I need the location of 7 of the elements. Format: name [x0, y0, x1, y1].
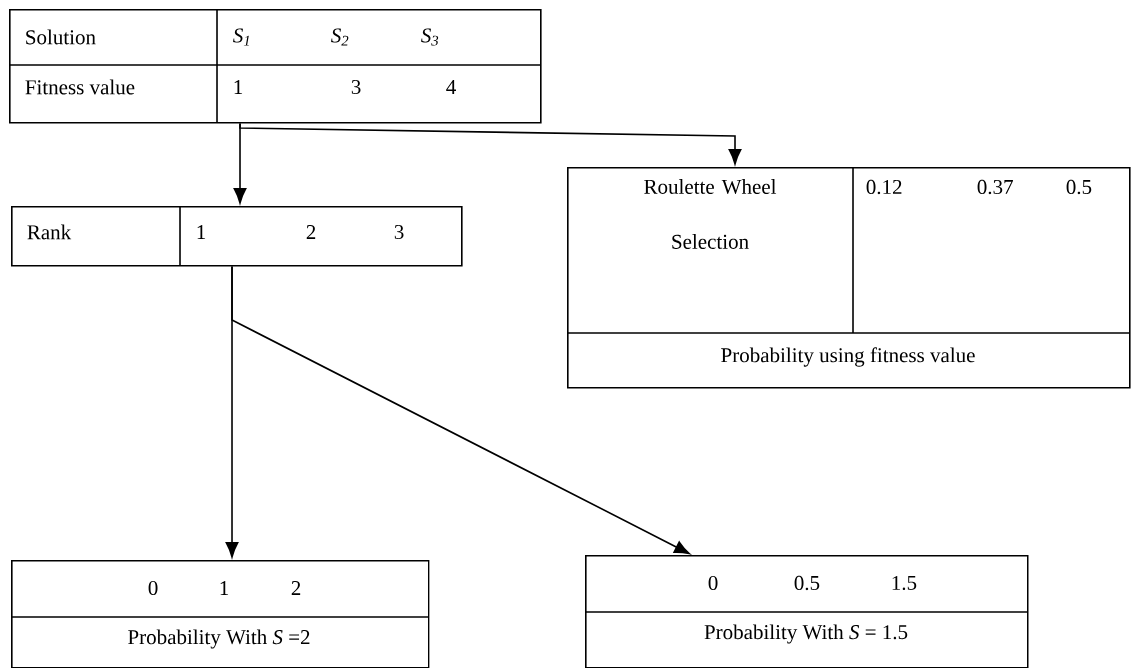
arrow — [239, 122, 742, 165]
table: Rank 1 2 3 — [11, 205, 463, 267]
table: Roulette Wheel Selection 0.12 0.37 0.5 Probability using fitness value — [566, 166, 1131, 389]
table: 0 0.5 1.5 Probability With S = 1.5 — [584, 555, 1029, 668]
arrow — [231, 265, 690, 555]
table: 0 1 2 Probability With S =2 — [10, 560, 430, 668]
table: Solution S$_{1}$ S$_{2}$ S$_{3}$ Fitness value 1 3 4 — [8, 8, 542, 124]
